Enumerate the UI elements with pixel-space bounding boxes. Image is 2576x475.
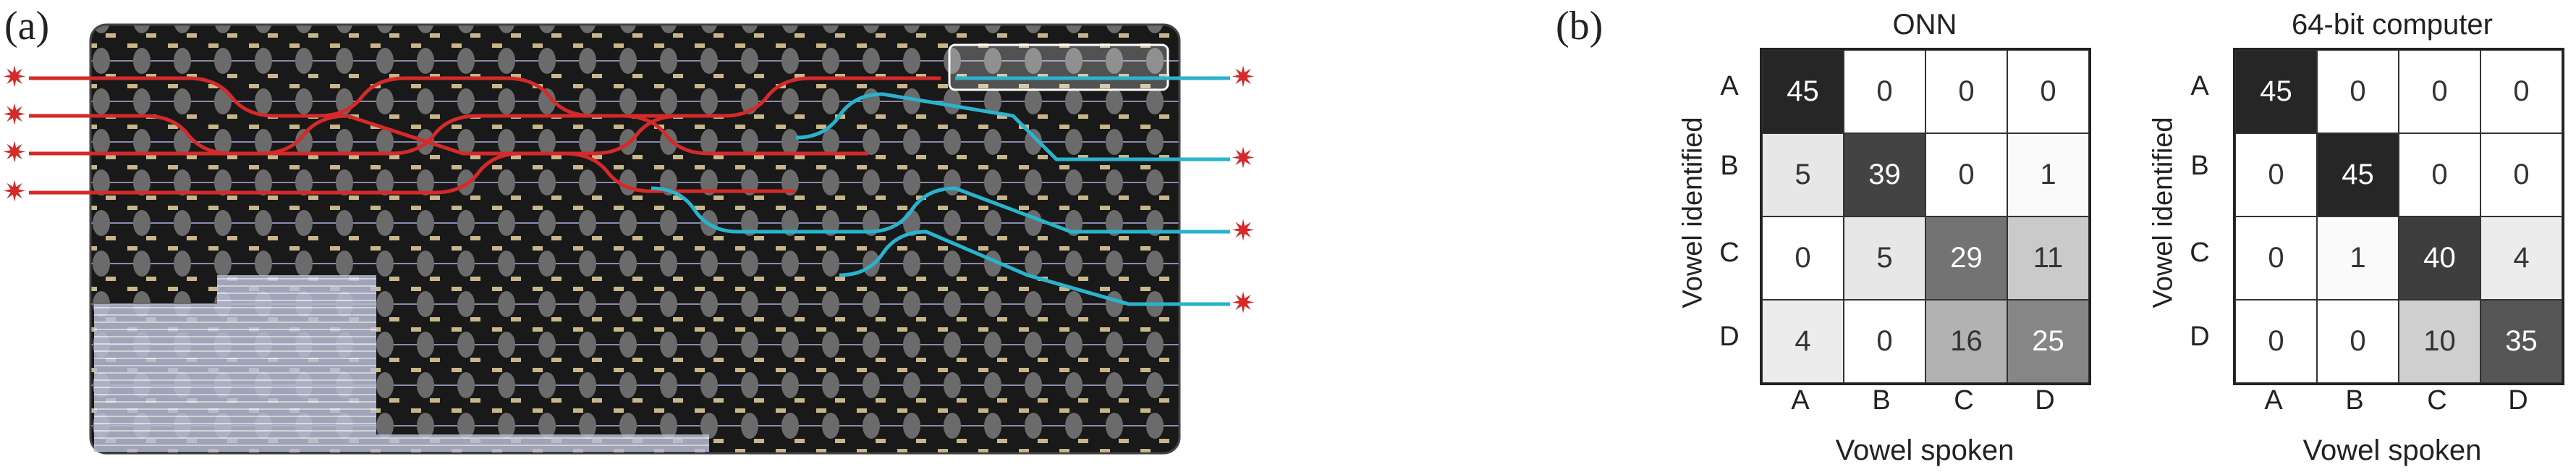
x-axis-label: Vowel spoken — [2302, 434, 2482, 466]
row-label: A — [2190, 71, 2209, 101]
matrix-cell: 45 — [1762, 50, 1844, 133]
panel-a-label: (a) — [4, 4, 50, 49]
row-label: C — [2190, 238, 2210, 268]
matrix-cell: 1 — [2007, 133, 2089, 217]
matrix-cell: 0 — [2317, 50, 2399, 133]
matrix-cell: 0 — [2480, 50, 2562, 133]
matrix-title: ONN — [1892, 9, 1957, 41]
row-label: D — [1719, 321, 1740, 352]
panel-b-label: (b) — [1556, 4, 1603, 49]
matrix-cell: 0 — [2480, 133, 2562, 217]
row-label: B — [1720, 151, 1739, 181]
row-label: B — [2190, 151, 2209, 181]
col-label: C — [1954, 385, 1974, 416]
matrix-cell: 0 — [1762, 217, 1844, 300]
matrix-cell: 4 — [1762, 300, 1844, 383]
matrix-title: 64-bit computer — [2292, 9, 2493, 41]
matrix-cell: 0 — [2399, 133, 2480, 217]
blue-optical-paths — [651, 76, 1230, 306]
svg-text:✷: ✷ — [2, 61, 27, 94]
matrix-cell: 5 — [1762, 133, 1844, 217]
matrix-cell: 0 — [2235, 300, 2317, 383]
matrix-cell: 5 — [1844, 217, 1925, 300]
matrix-cell: 0 — [2317, 300, 2399, 383]
matrix-cell: 0 — [2235, 217, 2317, 300]
input-laser-icons: ✷ ✷ ✷ ✷ — [2, 61, 27, 209]
output-laser-icons: ✷ ✷ ✷ ✷ — [1231, 61, 1255, 320]
matrix-cell: 0 — [2399, 50, 2480, 133]
svg-text:✷: ✷ — [2, 98, 27, 132]
matrix-cell: 0 — [2235, 133, 2317, 217]
matrix-cell: 0 — [1844, 300, 1925, 383]
col-label: A — [2264, 385, 2283, 416]
row-label: D — [2190, 321, 2210, 352]
matrix-cell: 40 — [2399, 217, 2480, 300]
x-axis-label: Vowel spoken — [1835, 434, 2014, 466]
row-label: C — [1719, 238, 1740, 268]
y-axis-label: Vowel identified — [1677, 117, 1708, 308]
col-label: B — [1872, 385, 1891, 416]
col-label: C — [2427, 385, 2447, 416]
matrix-cell: 11 — [2007, 217, 2089, 300]
photonic-chip-image: ✷ ✷ ✷ ✷ ✷ ✷ ✷ ✷ — [2, 23, 1255, 455]
svg-text:✷: ✷ — [1231, 142, 1255, 175]
col-label: D — [2035, 385, 2055, 416]
matrix-cell: 0 — [1925, 50, 2007, 133]
matrix-cell: 4 — [2480, 217, 2562, 300]
red-optical-paths — [29, 76, 941, 195]
matrix-cell: 0 — [1925, 133, 2007, 217]
matrix-cell: 0 — [2007, 50, 2089, 133]
matrix-cell: 45 — [2317, 133, 2399, 217]
svg-text:✷: ✷ — [1231, 214, 1255, 248]
svg-text:✷: ✷ — [2, 175, 27, 209]
col-label: D — [2508, 385, 2528, 416]
matrix-cell: 39 — [1844, 133, 1925, 217]
matrix-cell: 0 — [1844, 50, 1925, 133]
matrix-cell: 35 — [2480, 300, 2562, 383]
svg-text:✷: ✷ — [2, 136, 27, 169]
matrix-cell: 25 — [2007, 300, 2089, 383]
matrix-cell: 29 — [1925, 217, 2007, 300]
row-label: A — [1720, 71, 1739, 101]
svg-text:✷: ✷ — [1231, 287, 1255, 320]
col-label: A — [1791, 385, 1810, 416]
svg-text:✷: ✷ — [1231, 61, 1255, 94]
matrix-cell: 45 — [2235, 50, 2317, 133]
matrix-cell: 1 — [2317, 217, 2399, 300]
matrix-cell: 16 — [1925, 300, 2007, 383]
col-label: B — [2345, 385, 2364, 416]
y-axis-label: Vowel identified — [2148, 117, 2179, 308]
matrix-cell: 10 — [2399, 300, 2480, 383]
